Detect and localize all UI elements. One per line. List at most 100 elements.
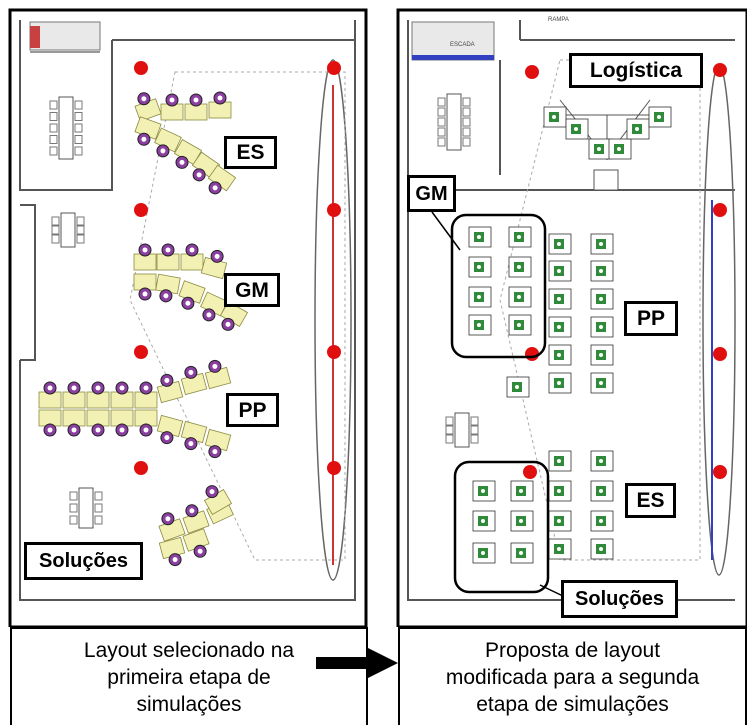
chair-seat — [206, 312, 212, 318]
desk — [200, 249, 228, 280]
chair-seat — [188, 441, 194, 447]
desk — [182, 504, 210, 534]
chair-seat — [557, 547, 561, 551]
workstation — [548, 450, 572, 472]
chair-seat — [143, 385, 149, 391]
table-top — [446, 93, 462, 151]
chair-seat — [557, 489, 561, 493]
chair-seat — [599, 381, 603, 385]
table-seat — [462, 97, 471, 107]
floor-plans: ESCADA RAMPA — [8, 8, 747, 627]
chair-seat — [163, 293, 169, 299]
chair-seat — [477, 235, 481, 239]
desk — [86, 409, 110, 437]
desk — [134, 92, 162, 122]
left-walls — [19, 20, 356, 601]
red-marker — [713, 347, 727, 361]
table-seat — [437, 137, 446, 147]
red-marker — [523, 465, 537, 479]
table-seat — [74, 100, 83, 110]
chair-seat — [214, 253, 220, 259]
right-caption: Proposta de layout modificada para a seg… — [398, 627, 747, 725]
workstation — [543, 106, 567, 128]
chair-seat — [517, 265, 521, 269]
chair-seat — [599, 297, 603, 301]
workstation — [590, 450, 614, 472]
hub-base — [593, 169, 619, 191]
workstation — [626, 118, 650, 140]
chair-seat — [165, 516, 171, 522]
left-floor-plan — [8, 8, 368, 627]
right-stair: ESCADA RAMPA — [411, 17, 569, 61]
workstation — [510, 510, 534, 532]
left-label-gm: GM — [224, 273, 280, 307]
chair-seat — [212, 185, 218, 191]
chair-seat — [189, 247, 195, 253]
chair-seat — [172, 557, 178, 563]
desk — [207, 164, 237, 195]
left-red-markers — [134, 61, 341, 475]
table-seat — [76, 216, 85, 226]
desk — [134, 116, 162, 146]
chair-seat — [164, 377, 170, 383]
chair-seat — [517, 323, 521, 327]
table-seat — [445, 425, 454, 435]
chair-seat — [515, 385, 519, 389]
logistica-hub — [543, 99, 672, 191]
chair-seat — [477, 265, 481, 269]
desk — [204, 428, 232, 459]
chair-seat — [517, 235, 521, 239]
table-seat — [462, 117, 471, 127]
chair-seat — [557, 381, 561, 385]
chair-seat — [557, 459, 561, 463]
workstation — [506, 376, 530, 398]
desk — [62, 381, 86, 409]
rampa-text: RAMPA — [548, 17, 569, 23]
table-seat — [445, 416, 454, 426]
workstation — [472, 542, 496, 564]
chair-seat — [557, 297, 561, 301]
meeting-table — [69, 487, 103, 529]
chair-seat — [95, 427, 101, 433]
desk — [203, 485, 233, 515]
desk — [110, 381, 134, 409]
arrow-right-icon — [316, 648, 398, 678]
table-seat — [470, 416, 479, 426]
table-seat — [74, 146, 83, 156]
table-seat — [437, 97, 446, 107]
desk — [156, 373, 184, 404]
workstation — [590, 288, 614, 310]
desk — [158, 512, 186, 542]
desk — [62, 409, 86, 437]
meeting-table — [49, 96, 83, 160]
chair-seat — [119, 427, 125, 433]
table-seat — [462, 127, 471, 137]
chair-seat — [217, 95, 223, 101]
workstation — [590, 260, 614, 282]
table-seat — [74, 123, 83, 133]
desk — [219, 301, 249, 331]
chair-seat — [71, 427, 77, 433]
table-seat — [94, 515, 103, 525]
table-seat — [462, 107, 471, 117]
red-marker — [327, 345, 341, 359]
workstation — [548, 344, 572, 366]
desk — [155, 273, 181, 303]
desk — [182, 528, 210, 558]
left-meeting-tables — [49, 96, 103, 529]
chair-seat — [212, 363, 218, 369]
right-label-gm: GM — [407, 175, 456, 212]
table-seat — [51, 225, 60, 235]
table-top — [78, 487, 94, 529]
workstation — [548, 538, 572, 560]
table-seat — [445, 434, 454, 444]
table-seat — [49, 135, 58, 144]
chair-seat — [599, 547, 603, 551]
escada-text: ESCADA — [450, 42, 475, 48]
chair-seat — [557, 519, 561, 523]
chair-seat — [47, 385, 53, 391]
desk — [38, 381, 62, 409]
left-caption-text: Layout selecionado na primeira etapa de … — [83, 638, 295, 716]
right-label-es: ES — [625, 483, 676, 518]
chair-seat — [519, 489, 523, 493]
